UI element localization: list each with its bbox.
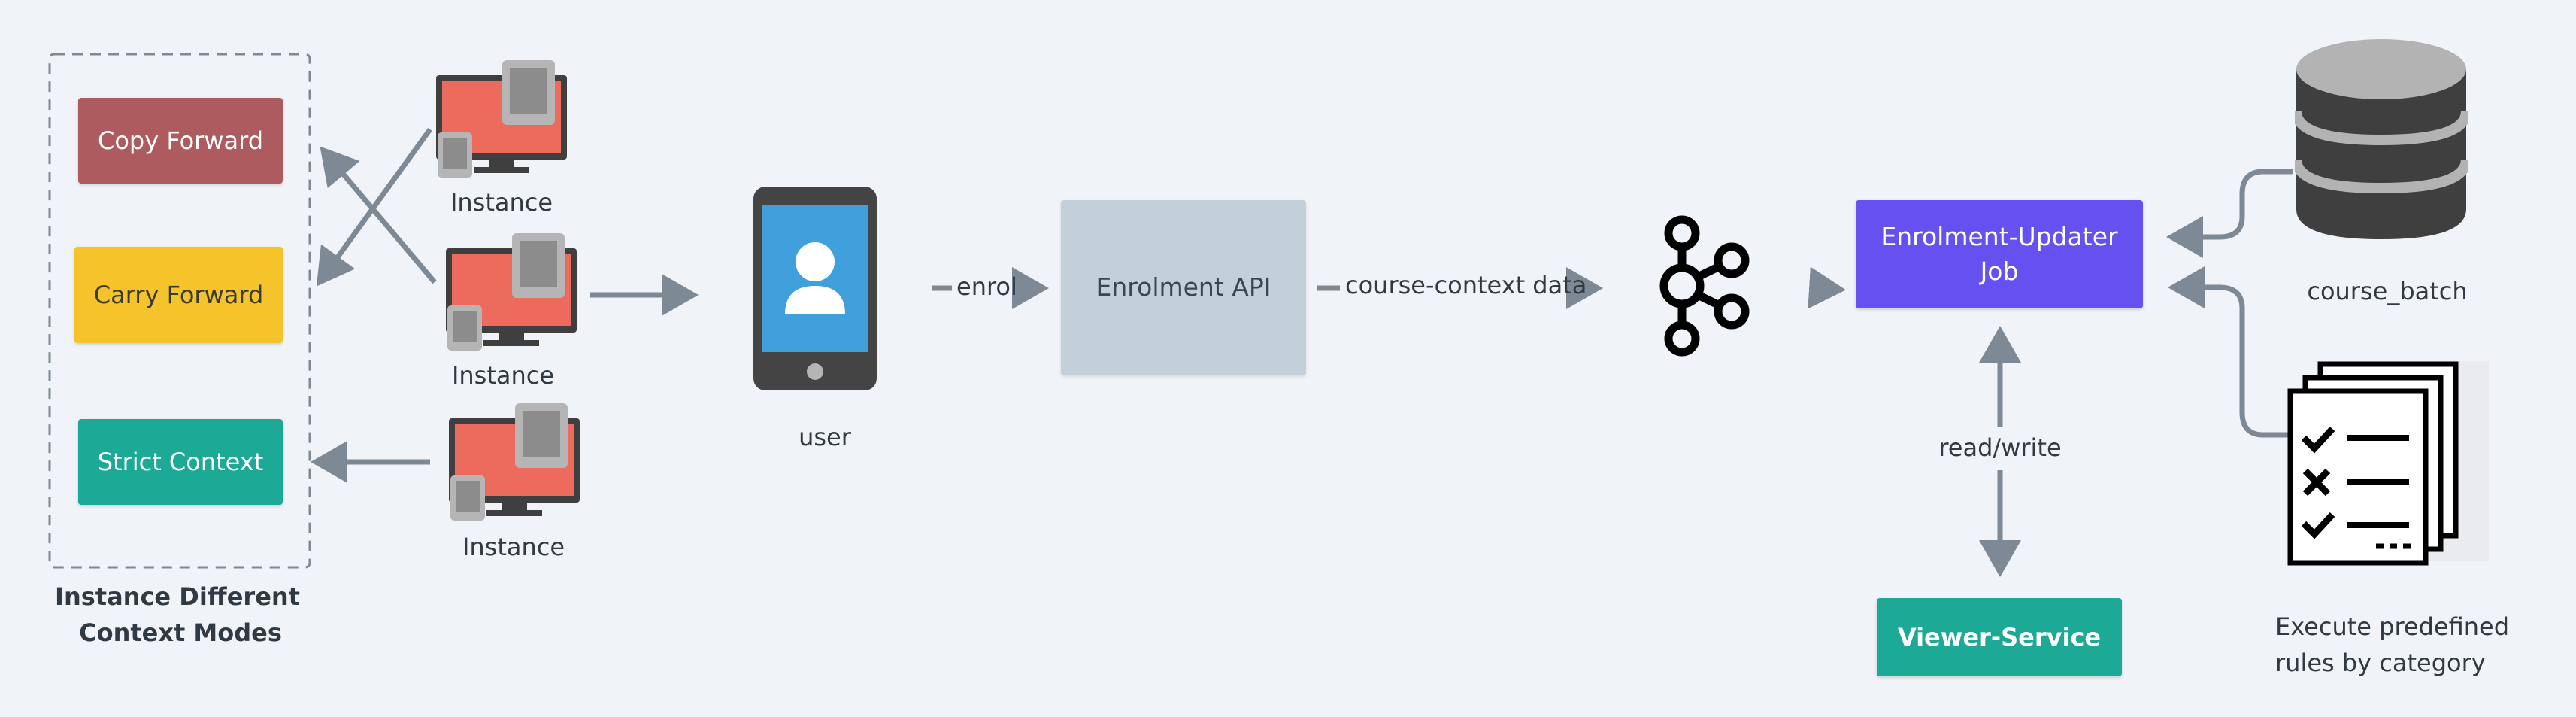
- viewer-service-node: Viewer-Service: [1877, 598, 2122, 676]
- read-write-edge-label: read/write: [1934, 433, 2066, 462]
- strict-context-label: Strict Context: [97, 448, 264, 476]
- instance-monitor-icon: [436, 60, 567, 178]
- copy-forward-label: Copy Forward: [97, 126, 264, 155]
- database-icon: [2295, 39, 2468, 239]
- instance-1-label: Instance: [450, 188, 553, 217]
- enrolment-api-label: Enrolment API: [1096, 272, 1271, 302]
- carry-forward-label: Carry Forward: [93, 281, 264, 309]
- copy-forward-box: Copy Forward: [78, 98, 283, 184]
- edge-rules-to-job: [2168, 266, 2297, 438]
- strict-context-box: Strict Context: [78, 419, 283, 505]
- rules-label-line1: Execute predefined: [2275, 612, 2510, 641]
- edge-instance1-to-carry-forward: [316, 127, 432, 287]
- modes-caption-line1: Instance Different: [55, 582, 300, 611]
- modes-group-border: [48, 53, 311, 569]
- carry-forward-box: Carry Forward: [74, 247, 283, 343]
- modes-caption-line2: Context Modes: [79, 618, 282, 647]
- viewer-service-label: Viewer-Service: [1897, 622, 2102, 652]
- kafka-icon: [1659, 215, 1750, 357]
- mobile-phone-user-icon: [753, 187, 877, 390]
- course-batch-label: course_batch: [2307, 277, 2468, 305]
- edge-kafka-to-job: [1808, 266, 1846, 309]
- instance-2-label: Instance: [451, 361, 555, 390]
- instance-monitor-icon: [446, 233, 577, 351]
- enrolment-api-node: Enrolment API: [1061, 200, 1306, 375]
- enrol-edge-label: enrol: [956, 272, 1017, 301]
- instance-3-label: Instance: [462, 533, 565, 561]
- edge-db-to-job: [2166, 169, 2293, 258]
- course-context-edge-label: course-context data: [1345, 271, 1587, 299]
- rules-label-line2: rules by category: [2275, 649, 2486, 677]
- edge-instance2-to-copy-forward: [320, 146, 437, 284]
- job-label-line2: Job: [1980, 257, 2019, 286]
- user-label: user: [799, 423, 851, 451]
- checklist-icon: [2287, 361, 2489, 566]
- enrolment-updater-job-node: Enrolment-Updater Job: [1856, 200, 2143, 308]
- job-label-line1: Enrolment-Updater: [1880, 221, 2118, 251]
- instance-monitor-icon: [449, 403, 580, 521]
